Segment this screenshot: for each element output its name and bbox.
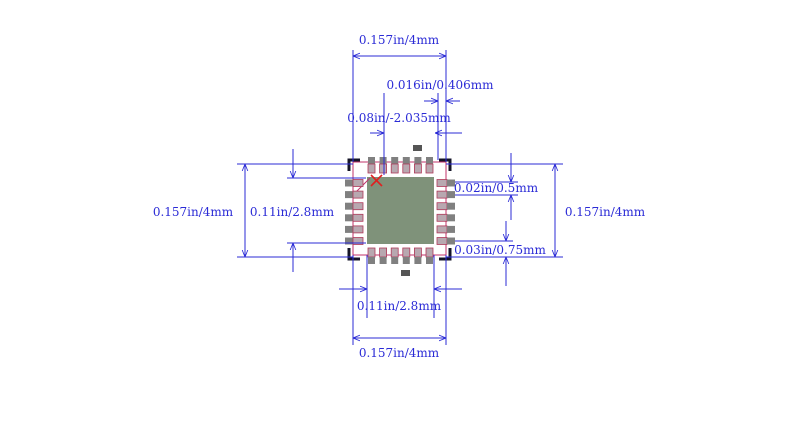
- pin-left-6-pad: [352, 237, 364, 245]
- pin-bottom-3-pad: [390, 247, 399, 258]
- pin-bottom-4-pad: [402, 247, 411, 258]
- pin-bottom-3-lead: [391, 257, 399, 264]
- label-pad-offset: 0.08in/-2.035mm: [347, 111, 451, 125]
- pin-left-5-pad: [352, 225, 364, 234]
- label-pin-pitch: 0.02in/0.5mm: [454, 181, 539, 195]
- pin1-x-mark-icon: [370, 174, 383, 187]
- pin-right-4-lead: [447, 214, 455, 222]
- label-inner-width: 0.11in/2.8mm: [357, 299, 442, 313]
- pin-bottom-6-pad: [425, 247, 434, 258]
- orientation-mark-bottom: [401, 270, 410, 276]
- pin-bottom-5-lead: [414, 257, 422, 264]
- pin-right-2-pad: [436, 190, 448, 199]
- pin-top-4-lead: [402, 157, 410, 164]
- pin-left-6-lead: [345, 237, 353, 245]
- pin-top-1-pad: [367, 163, 376, 174]
- label-pad-length: 0.03in/0.75mm: [454, 243, 546, 257]
- pin-top-5-lead: [414, 157, 422, 164]
- pin-bottom-5-pad: [413, 247, 422, 258]
- corner-mark-tr: [439, 158, 452, 171]
- pin-left-1-lead: [345, 179, 353, 187]
- pin-right-6-lead: [447, 237, 455, 245]
- label-right-height: 0.157in/4mm: [565, 205, 646, 219]
- label-bottom-width: 0.157in/4mm: [359, 346, 440, 360]
- label-pin-width: 0.016in/0.406mm: [386, 78, 494, 92]
- pin-left-1-pad: [352, 179, 364, 187]
- corner-mark-br: [439, 248, 452, 261]
- pin-right-5-lead: [447, 225, 455, 233]
- pin-right-1-lead: [447, 179, 455, 187]
- pin-top-2-lead: [379, 157, 387, 164]
- label-top-width: 0.157in/4mm: [359, 33, 440, 47]
- pin-right-2-lead: [447, 191, 455, 199]
- pin-left-5-lead: [345, 225, 353, 233]
- pin-top-3-lead: [391, 157, 399, 164]
- pin-left-2-pad: [352, 190, 364, 199]
- pin-bottom-4-lead: [402, 257, 410, 264]
- pin-array: [345, 157, 455, 264]
- package-body: [347, 145, 452, 276]
- pin-left-4-pad: [352, 213, 364, 222]
- pin-right-4-pad: [436, 213, 448, 222]
- corner-mark-bl: [347, 248, 360, 261]
- pin-bottom-6-lead: [426, 257, 433, 264]
- label-left-height: 0.157in/4mm: [153, 205, 234, 219]
- pin-right-1-pad: [436, 179, 448, 187]
- pin-right-3-lead: [447, 202, 455, 210]
- pin-top-2-pad: [379, 163, 388, 174]
- pin-right-3-pad: [436, 202, 448, 211]
- orientation-mark-top: [413, 145, 422, 151]
- pin-bottom-2-lead: [379, 257, 387, 264]
- dimension-labels: 0.157in/4mm 0.016in/0.406mm 0.08in/-2.03…: [153, 33, 646, 360]
- pin-right-6-pad: [436, 237, 448, 245]
- thermal-pad: [367, 177, 434, 244]
- pin-top-6-pad: [425, 163, 434, 174]
- pin-bottom-1-pad: [367, 247, 376, 258]
- pin-left-4-lead: [345, 214, 353, 222]
- pin-top-6-lead: [426, 157, 433, 164]
- pin-left-3-lead: [345, 202, 353, 210]
- pin-top-3-pad: [390, 163, 399, 174]
- pin-top-5-pad: [413, 163, 422, 174]
- pin-left-3-pad: [352, 202, 364, 211]
- pin-top-1-lead: [368, 157, 375, 164]
- pin-bottom-2-pad: [379, 247, 388, 258]
- pin-bottom-1-lead: [368, 257, 375, 264]
- pin-left-2-lead: [345, 191, 353, 199]
- dimension-lines: [237, 50, 563, 345]
- corner-mark-tl: [347, 158, 360, 171]
- pin-right-5-pad: [436, 225, 448, 234]
- label-inner-height: 0.11in/2.8mm: [250, 205, 335, 219]
- pin-top-4-pad: [402, 163, 411, 174]
